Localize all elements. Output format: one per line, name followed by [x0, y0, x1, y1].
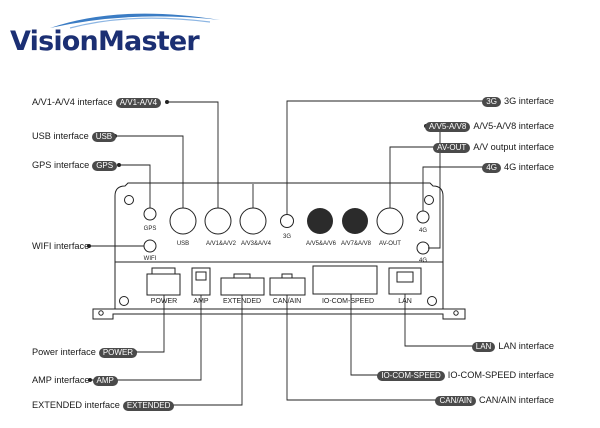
device-label-4g-b: 4G: [418, 258, 428, 264]
4g-connector-a: [416, 210, 430, 224]
tag-usb: USB: [91, 131, 117, 142]
callout-av5-av8: A/V5-A/V8 A/V5-A/V8 interface: [424, 121, 554, 132]
device-label-gps: GPS: [143, 226, 157, 232]
device-label-lan: LAN: [398, 298, 412, 305]
callout-amp: AMP interface AMP: [32, 375, 118, 386]
callout-4g: 4G 4G interface: [482, 162, 554, 173]
brand-logo: VisionMaster: [10, 6, 225, 58]
wifi-connector: [143, 239, 157, 253]
tag-av5-av8: A/V5-A/V8: [424, 121, 471, 132]
device-label-3g: 3G: [282, 234, 292, 240]
tag-can-ain: CAN/AIN: [435, 395, 476, 406]
device-label-wifi: WIFI: [143, 256, 157, 262]
tag-lan: LAN: [471, 341, 496, 352]
logo-text: VisionMaster: [10, 26, 200, 57]
tag-io-com-speed: IO-COM-SPEED: [377, 370, 445, 381]
screw-top-right: [424, 195, 434, 205]
callout-usb: USB interface USB: [32, 131, 117, 142]
device-label-extended: EXTENDED: [222, 298, 262, 305]
callout-av1-av4: A/V1-A/V4 interface A/V1-A/V4: [32, 97, 162, 108]
mount-hole-left: [98, 310, 104, 316]
device-label-av56: A/V5&A/V6: [305, 241, 337, 247]
device-label-amp: AMP: [193, 298, 209, 305]
tag-amp: AMP: [92, 375, 118, 386]
callout-extended: EXTENDED interface EXTENDED: [32, 400, 175, 411]
device-label-av34: A/V3&A/V4: [240, 241, 272, 247]
av56-connector: [307, 208, 333, 234]
extended-port: [220, 277, 265, 296]
device-body: [114, 182, 444, 309]
callout-can-ain: CAN/AIN CAN/AIN interface: [435, 395, 554, 406]
callout-lan: LAN LAN interface: [471, 341, 554, 352]
logo-swoosh-icon: [50, 13, 220, 29]
screw-top-left: [124, 195, 134, 205]
callout-power: Power interface POWER: [32, 347, 138, 358]
4g-connector-b: [416, 241, 430, 255]
tag-4g: 4G: [482, 162, 501, 173]
callout-av-out: AV-OUT A/V output interface: [433, 142, 554, 153]
mount-hole-right: [453, 310, 459, 316]
callout-gps: GPS interface GPS: [32, 160, 118, 171]
device-label-usb: USB: [176, 241, 190, 247]
av78-connector: [342, 208, 368, 234]
usb-connector: [169, 207, 197, 235]
avout-connector: [376, 207, 404, 235]
3g-connector: [280, 214, 294, 228]
screw-bottom-left: [119, 296, 129, 306]
device-label-power: POWER: [150, 298, 178, 305]
mounting-plate: [92, 308, 466, 320]
power-port: [146, 273, 181, 296]
device-label-can: CAN/AIN: [272, 298, 302, 305]
gps-connector: [143, 207, 157, 221]
can-port: [269, 277, 306, 296]
device-label-4g-a: 4G: [418, 228, 428, 234]
av12-connector: [204, 207, 232, 235]
io-com-speed-port: [312, 265, 378, 295]
callout-io-com-speed: IO-COM-SPEED IO-COM-SPEED interface: [377, 370, 554, 381]
tag-3g: 3G: [482, 96, 501, 107]
tag-gps: GPS: [92, 160, 118, 171]
device-label-av12: A/V1&A/V2: [205, 241, 237, 247]
tag-av-out: AV-OUT: [433, 142, 471, 153]
callout-3g: 3G 3G interface: [482, 96, 554, 107]
av34-connector: [239, 207, 267, 235]
tag-power: POWER: [98, 347, 138, 358]
device-label-avout: AV-OUT: [379, 241, 401, 247]
device-label-av78: A/V7&A/V8: [340, 241, 372, 247]
screw-bottom-right: [427, 296, 437, 306]
tag-av1-av4: A/V1-A/V4: [115, 97, 162, 108]
tag-extended: EXTENDED: [122, 400, 175, 411]
device-label-io: IO-COM-SPEED: [321, 298, 375, 305]
callout-wifi: WIFI interface: [32, 241, 90, 251]
